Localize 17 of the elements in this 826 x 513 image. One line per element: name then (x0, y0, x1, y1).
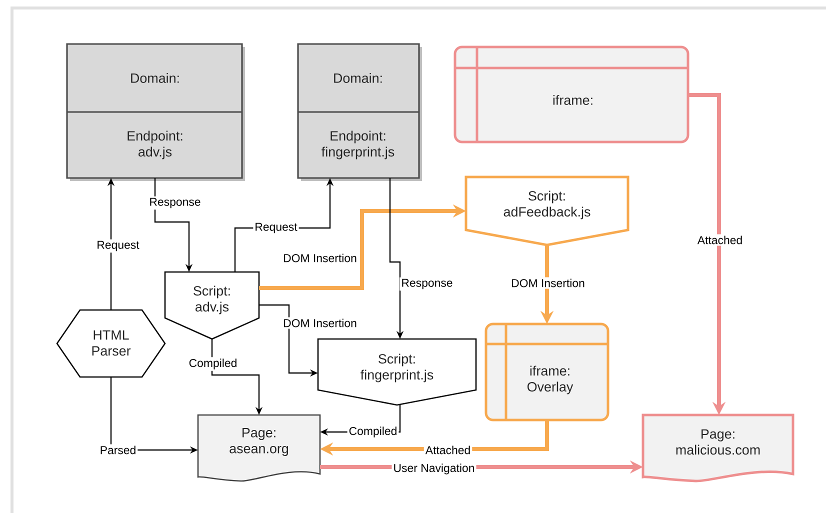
edge-label: DOM Insertion (282, 317, 358, 329)
page-document: Page: malicious.com (642, 414, 794, 482)
edge-label: Response (400, 277, 454, 291)
edge-label: Response (148, 196, 202, 210)
server-box: Domain: Endpoint: fingerprint.js (297, 43, 422, 181)
edge-label: DOM Insertion (510, 277, 586, 289)
edge-label: Request (253, 221, 299, 235)
edge-label: Compiled (347, 425, 399, 439)
page-document: Page: asean.org (197, 414, 321, 482)
parser-hexagon: HTML Parser (56, 309, 166, 378)
edge-label: Compiled (187, 357, 239, 371)
iframe-window: iframe: Overlay (484, 322, 610, 422)
edge-label: Request (95, 239, 141, 253)
edge-label: DOM Insertion (282, 252, 358, 264)
iframe-window: iframe: (454, 46, 690, 144)
edge-label: User Navigation (392, 462, 476, 476)
server-box: Domain: Endpoint: adv.js (66, 43, 245, 181)
